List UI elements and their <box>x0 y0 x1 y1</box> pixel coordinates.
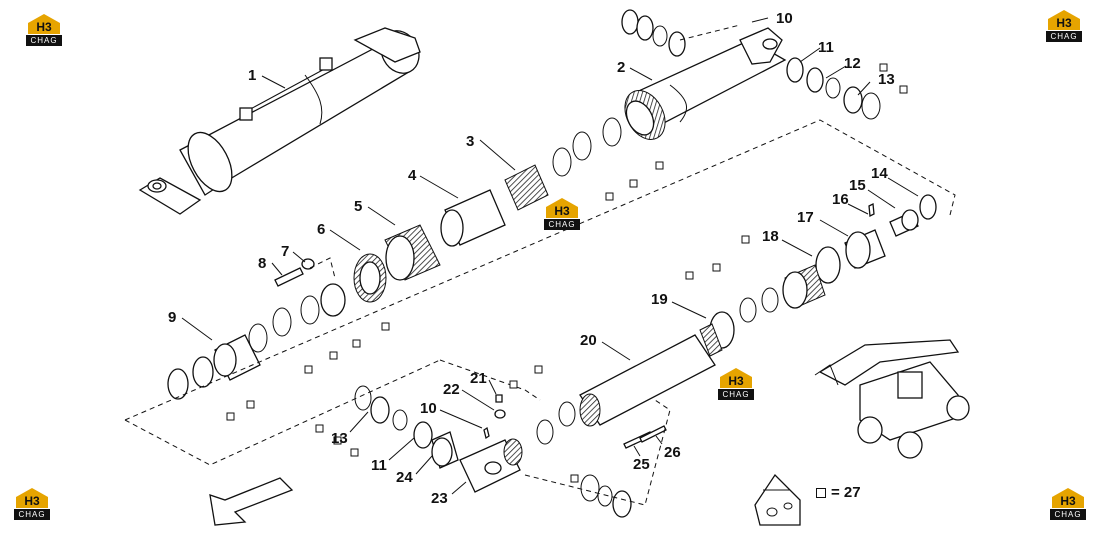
house-roof-icon <box>1052 488 1084 508</box>
reach-stacker-thumbnail <box>814 339 970 459</box>
assembled-cylinder <box>138 27 421 215</box>
logo-mark: H3 <box>1056 16 1072 30</box>
callout-labels: 1 2 3 4 5 6 7 8 9 10 11 12 13 14 15 16 1… <box>168 10 895 507</box>
callout-11-top: 11 <box>818 39 834 56</box>
house-roof-icon <box>546 198 578 218</box>
logo-mark: H3 <box>728 374 744 388</box>
callout-8: 8 <box>258 255 266 272</box>
cylinder-barrel <box>624 27 787 140</box>
h3-chag-logo: H3 CHAG <box>542 198 582 232</box>
callout-16: 16 <box>832 191 849 208</box>
callout-9: 9 <box>168 309 176 326</box>
leader-lines <box>181 17 919 495</box>
direction-arrow-icon <box>209 477 294 526</box>
callout-17: 17 <box>797 209 814 226</box>
house-roof-icon <box>16 488 48 508</box>
legend-text: = 27 <box>831 484 861 501</box>
callout-24: 24 <box>396 469 413 486</box>
callout-6: 6 <box>317 221 325 238</box>
logo-mark: H3 <box>36 20 52 34</box>
callout-12: 12 <box>844 55 861 72</box>
logo-mark: H3 <box>1060 494 1076 508</box>
h3-chag-logo: H3 CHAG <box>24 14 64 48</box>
callout-26: 26 <box>664 444 681 461</box>
dashed-guides <box>124 24 956 506</box>
callout-25: 25 <box>633 456 650 473</box>
callout-7: 7 <box>281 243 289 260</box>
callout-11-bottom: 11 <box>371 457 387 474</box>
callout-10-bottom: 10 <box>420 400 437 417</box>
house-roof-icon <box>720 368 752 388</box>
logo-sub: CHAG <box>1046 31 1082 42</box>
callout-5: 5 <box>354 198 362 215</box>
house-roof-icon <box>1048 10 1080 30</box>
callout-20: 20 <box>580 332 597 349</box>
item-27-markers <box>226 63 908 483</box>
callout-2: 2 <box>617 59 625 76</box>
logo-sub: CHAG <box>26 35 62 46</box>
callout-23: 23 <box>431 490 448 507</box>
callout-13-top: 13 <box>878 71 895 88</box>
callout-4: 4 <box>408 167 417 184</box>
callout-21: 21 <box>470 370 487 387</box>
callout-3: 3 <box>466 133 474 150</box>
callout-18: 18 <box>762 228 779 245</box>
logo-mark: H3 <box>24 494 40 508</box>
h3-chag-logo: H3 CHAG <box>1044 10 1084 44</box>
callout-1: 1 <box>248 67 256 84</box>
top-seal-rings <box>621 9 881 120</box>
square-icon <box>816 488 826 499</box>
h3-chag-logo: H3 CHAG <box>716 368 756 402</box>
seal-kit-bag <box>754 473 801 526</box>
logo-sub: CHAG <box>14 509 50 520</box>
legend-item-27: = 27 <box>816 484 861 501</box>
piston-parts <box>320 117 622 317</box>
callout-13-bottom: 13 <box>331 430 348 447</box>
callout-14: 14 <box>871 165 888 182</box>
screw-and-washer <box>274 258 315 287</box>
callout-15: 15 <box>849 177 866 194</box>
h3-chag-logo: H3 CHAG <box>1048 488 1088 522</box>
logo-mark: H3 <box>554 204 570 218</box>
callout-22: 22 <box>443 381 460 398</box>
callout-19: 19 <box>651 291 668 308</box>
house-roof-icon <box>28 14 60 34</box>
rod-seal-parts <box>709 194 937 349</box>
callout-10-top: 10 <box>776 10 793 27</box>
logo-sub: CHAG <box>718 389 754 400</box>
logo-sub: CHAG <box>544 219 580 230</box>
h3-chag-logo: H3 CHAG <box>12 488 52 522</box>
piston-rod <box>579 323 723 427</box>
logo-sub: CHAG <box>1050 509 1086 520</box>
rod-eye-parts <box>354 385 667 518</box>
bearing-and-lower-rings <box>167 295 320 400</box>
